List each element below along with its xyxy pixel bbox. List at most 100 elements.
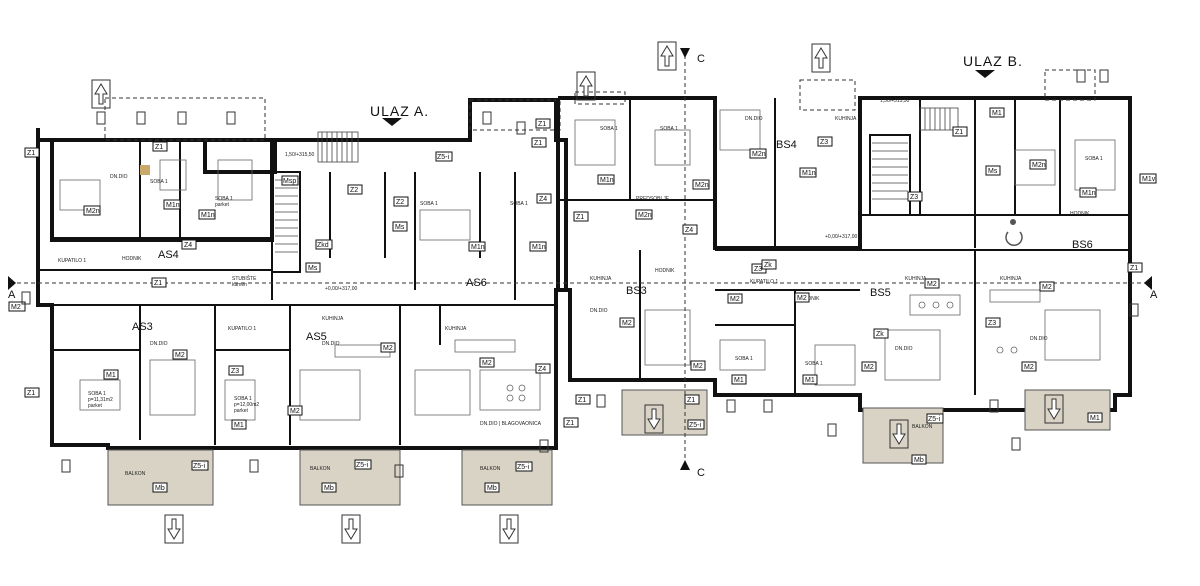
section-c-bottom: C bbox=[697, 467, 705, 479]
entrance-b-label: ULAZ B. bbox=[963, 53, 1023, 69]
svg-text:M2: M2 bbox=[797, 295, 807, 302]
svg-text:SOBA 1: SOBA 1 bbox=[215, 196, 233, 202]
svg-text:DN.DIO: DN.DIO bbox=[590, 308, 608, 314]
svg-text:KUHINJA: KUHINJA bbox=[905, 276, 927, 282]
unit-as4: AS4 bbox=[158, 249, 179, 261]
svg-text:DN.DIO: DN.DIO bbox=[745, 116, 763, 122]
svg-text:M1: M1 bbox=[1090, 415, 1100, 422]
svg-text:M1n: M1n bbox=[471, 244, 485, 251]
svg-text:Z3: Z3 bbox=[231, 368, 239, 375]
svg-text:M1n: M1n bbox=[201, 212, 215, 219]
svg-text:PREDSOBLJE: PREDSOBLJE bbox=[636, 196, 670, 202]
svg-text:Z3: Z3 bbox=[820, 139, 828, 146]
svg-text:HODNIK: HODNIK bbox=[800, 296, 820, 302]
svg-text:SOBA 1: SOBA 1 bbox=[1085, 156, 1103, 162]
building-b bbox=[556, 69, 1132, 464]
svg-text:SOBA 1: SOBA 1 bbox=[420, 201, 438, 207]
svg-text:Mb: Mb bbox=[914, 457, 924, 464]
level-a-upper: 1,50/+315,50 bbox=[285, 152, 315, 158]
svg-text:Z5-i: Z5-i bbox=[356, 462, 369, 469]
level-a: +0,00/+317,00 bbox=[325, 286, 357, 292]
svg-text:M2: M2 bbox=[383, 345, 393, 352]
svg-text:HODNIK: HODNIK bbox=[122, 256, 142, 262]
svg-text:M1: M1 bbox=[992, 110, 1002, 117]
svg-text:M2n: M2n bbox=[695, 182, 709, 189]
svg-text:STUBIŠTE: STUBIŠTE bbox=[232, 275, 257, 282]
svg-text:Z3: Z3 bbox=[754, 266, 762, 273]
svg-text:Z1: Z1 bbox=[576, 214, 584, 221]
arrow-down-icon bbox=[499, 514, 519, 544]
svg-text:KUHINJA: KUHINJA bbox=[1000, 276, 1022, 282]
unit-as3: AS3 bbox=[132, 321, 153, 333]
svg-text:BALKON: BALKON bbox=[480, 466, 501, 472]
svg-text:M2: M2 bbox=[175, 352, 185, 359]
svg-text:Z1: Z1 bbox=[534, 140, 542, 147]
svg-text:DN.DIO: DN.DIO bbox=[110, 174, 128, 180]
unit-bs3: BS3 bbox=[626, 285, 647, 297]
section-a-right: A bbox=[1150, 289, 1158, 301]
svg-text:SOBA 1: SOBA 1 bbox=[805, 361, 823, 367]
svg-text:BALKON: BALKON bbox=[912, 424, 933, 430]
unit-bs4: BS4 bbox=[776, 139, 797, 151]
svg-text:M1n: M1n bbox=[532, 244, 546, 251]
svg-text:BALKON: BALKON bbox=[310, 466, 331, 472]
svg-text:Z5-i: Z5-i bbox=[437, 154, 450, 161]
arrow-up-icon bbox=[91, 79, 111, 109]
svg-text:M2: M2 bbox=[1024, 364, 1034, 371]
svg-text:Ms: Ms bbox=[395, 224, 405, 231]
svg-text:DN.DIO: DN.DIO bbox=[150, 341, 168, 347]
svg-text:Zk: Zk bbox=[764, 262, 772, 269]
svg-text:KUHINJA: KUHINJA bbox=[590, 276, 612, 282]
svg-text:KUHINJA: KUHINJA bbox=[445, 326, 467, 332]
svg-text:Z4: Z4 bbox=[685, 227, 693, 234]
svg-text:Z1: Z1 bbox=[27, 150, 35, 157]
svg-text:Z1: Z1 bbox=[538, 121, 546, 128]
svg-text:Ms: Ms bbox=[308, 265, 318, 272]
svg-text:Z1: Z1 bbox=[578, 397, 586, 404]
svg-text:M2: M2 bbox=[1042, 284, 1052, 291]
svg-text:Z5-i: Z5-i bbox=[193, 463, 206, 470]
svg-text:DN.DIO: DN.DIO bbox=[322, 341, 340, 347]
tag-list: Z1 Z1 M2n M1n M1n Z4 Z1 M2 M2 M1 Z1 Z3 M… bbox=[8, 107, 1157, 493]
svg-text:DN.DIO: DN.DIO bbox=[1030, 336, 1048, 342]
arrow-down-icon bbox=[889, 419, 909, 449]
arrow-down-icon bbox=[1044, 394, 1064, 424]
svg-text:Ms: Ms bbox=[988, 168, 998, 175]
svg-text:M2n: M2n bbox=[638, 212, 652, 219]
svg-text:kamen: kamen bbox=[232, 282, 247, 288]
svg-text:SOBA 1: SOBA 1 bbox=[88, 391, 106, 397]
section-a-left: A bbox=[8, 289, 16, 301]
svg-text:SOBA 1: SOBA 1 bbox=[150, 179, 168, 185]
svg-text:SOBA 1: SOBA 1 bbox=[600, 126, 618, 132]
svg-text:Z5-i: Z5-i bbox=[689, 422, 702, 429]
svg-text:M2: M2 bbox=[290, 408, 300, 415]
svg-text:M1n: M1n bbox=[802, 170, 816, 177]
entrance-a-label: ULAZ A. bbox=[370, 103, 429, 119]
svg-text:HODNIK: HODNIK bbox=[655, 268, 675, 274]
window-markers bbox=[21, 69, 1139, 478]
svg-text:SOBA 1: SOBA 1 bbox=[234, 396, 252, 402]
svg-text:Z4: Z4 bbox=[539, 196, 547, 203]
svg-text:KUPATILO 1: KUPATILO 1 bbox=[750, 279, 778, 285]
svg-text:M2: M2 bbox=[864, 364, 874, 371]
svg-text:M2: M2 bbox=[482, 360, 492, 367]
level-b-upper: 1,50/+315,50 bbox=[880, 98, 910, 104]
entrance-b-marker bbox=[975, 70, 995, 78]
svg-text:KUPATILO 1: KUPATILO 1 bbox=[58, 258, 86, 264]
svg-text:M2: M2 bbox=[730, 296, 740, 303]
unit-as5: AS5 bbox=[306, 331, 327, 343]
arrow-up-icon bbox=[811, 43, 831, 73]
svg-text:M2n: M2n bbox=[86, 208, 100, 215]
svg-text:Zkd: Zkd bbox=[317, 242, 329, 249]
svg-text:M1: M1 bbox=[805, 377, 815, 384]
svg-text:KUHINJA: KUHINJA bbox=[835, 116, 857, 122]
svg-text:parket: parket bbox=[88, 403, 103, 409]
arrow-down-icon bbox=[341, 514, 361, 544]
svg-text:Z3: Z3 bbox=[988, 320, 996, 327]
building-a bbox=[36, 91, 626, 506]
highlight-marker bbox=[140, 165, 150, 175]
svg-text:parket: parket bbox=[215, 202, 230, 208]
svg-text:Z4: Z4 bbox=[184, 242, 192, 249]
svg-text:SOBA 1: SOBA 1 bbox=[735, 356, 753, 362]
